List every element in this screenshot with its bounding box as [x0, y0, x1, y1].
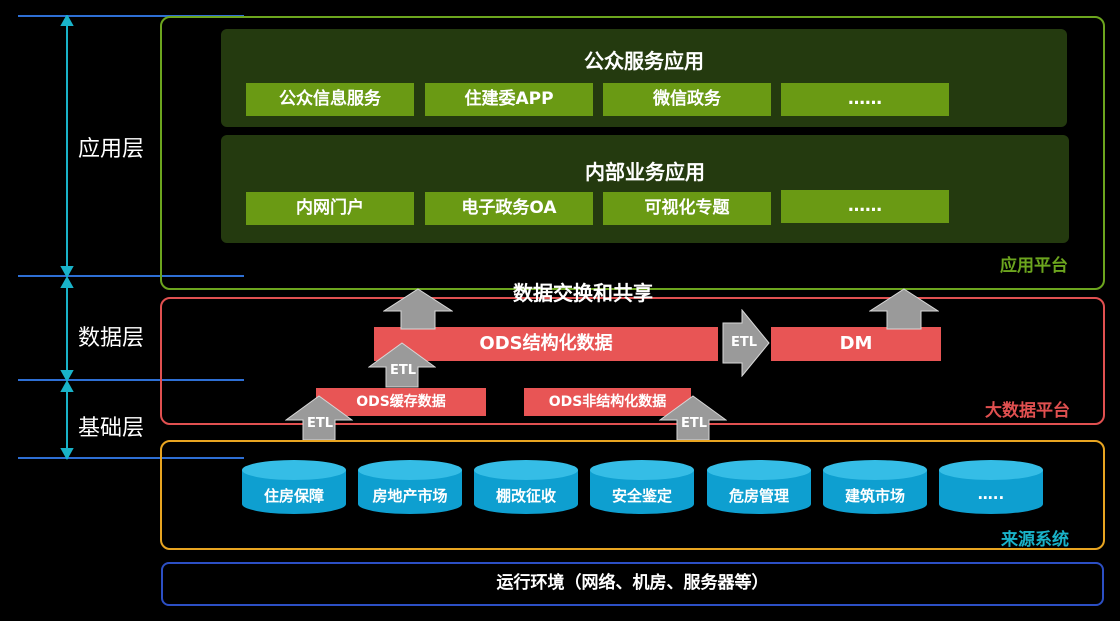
layer-arrows: [60, 15, 74, 460]
source-db-6: 建筑市场: [823, 460, 927, 522]
internal-item-4: ……: [781, 190, 949, 223]
etl-label-lower-left: ETL: [307, 416, 334, 431]
etl-label-lower-right: ETL: [681, 416, 708, 431]
source-db-label: …..: [977, 485, 1005, 503]
source-db-label: 安全鉴定: [611, 487, 672, 505]
public-item-4: ……: [781, 83, 949, 116]
etl-arrow-upper-left: [368, 342, 436, 388]
ods-cache-box: ODS缓存数据: [316, 388, 486, 416]
source-db-7: …..: [939, 460, 1043, 522]
layer-divider-2: [18, 379, 244, 381]
layer-label-application: 应用层: [77, 137, 144, 162]
source-systems-label: 来源系统: [1001, 530, 1069, 550]
layer-label-data: 数据层: [77, 326, 144, 351]
public-item-3: 微信政务: [603, 83, 771, 116]
internal-item-3: 可视化专题: [603, 192, 771, 225]
ods-unstructured-box: ODS非结构化数据: [524, 388, 691, 416]
internal-business-title: 内部业务应用: [585, 160, 705, 184]
source-db-2: 房地产市场: [358, 460, 462, 522]
etl-label-upper-left: ETL: [390, 363, 417, 378]
big-data-platform-frame: [160, 297, 1105, 425]
public-item-1: 公众信息服务: [246, 83, 414, 116]
up-arrow-right: [869, 288, 939, 330]
etl-arrow-right: [722, 309, 770, 377]
source-systems-frame: [160, 440, 1105, 550]
data-exchange-title: 数据交换和共享: [513, 281, 653, 305]
public-service-panel: 公众服务应用 公众信息服务 住建委APP 微信政务 ……: [221, 29, 1067, 127]
source-db-label: 危房管理: [728, 487, 789, 505]
dm-box: DM: [771, 327, 941, 361]
internal-business-panel: 内部业务应用 内网门户 电子政务OA 可视化专题 ……: [221, 135, 1069, 243]
layer-divider-1: [18, 275, 244, 277]
source-db-4: 安全鉴定: [590, 460, 694, 522]
source-db-5: 危房管理: [707, 460, 811, 522]
source-db-label: 棚改征收: [495, 487, 556, 505]
up-arrow-left: [383, 288, 453, 330]
ods-structured-box: ODS结构化数据: [374, 327, 718, 361]
runtime-environment-bar: 运行环境（网络、机房、服务器等）: [161, 562, 1104, 606]
public-service-title: 公众服务应用: [584, 49, 704, 73]
layer-label-foundation: 基础层: [77, 416, 144, 441]
application-platform-label: 应用平台: [1000, 256, 1068, 276]
source-db-label: 房地产市场: [372, 487, 448, 505]
internal-item-2: 电子政务OA: [425, 192, 593, 225]
layer-divider-top: [18, 15, 244, 17]
layer-divider-bottom: [18, 457, 244, 459]
etl-label-right: ETL: [731, 335, 758, 350]
source-db-label: 建筑市场: [844, 487, 905, 505]
application-platform-frame: [160, 16, 1105, 290]
source-db-label: 住房保障: [263, 487, 324, 505]
internal-item-1: 内网门户: [246, 192, 414, 225]
source-db-1: 住房保障: [242, 460, 346, 522]
big-data-platform-label: 大数据平台: [985, 401, 1070, 421]
public-item-2: 住建委APP: [425, 83, 593, 116]
source-db-3: 棚改征收: [474, 460, 578, 522]
